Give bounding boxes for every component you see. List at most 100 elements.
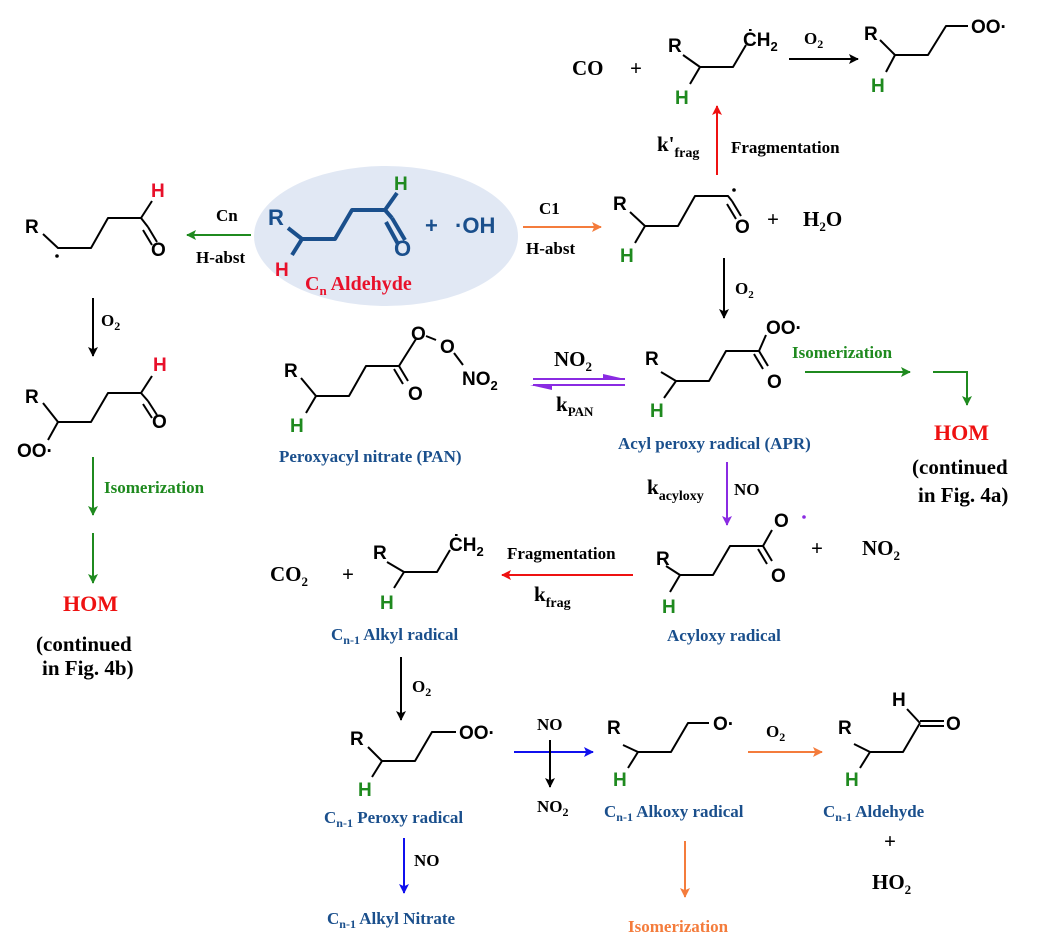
alkoxy-skeleton xyxy=(622,722,709,753)
o-n-bond xyxy=(453,352,464,366)
atom-o-2: O xyxy=(440,337,455,358)
ch2-radical-skeleton xyxy=(682,44,747,68)
left-path: Cn H-abst R H O O2 R H O OO· Isomerizati… xyxy=(17,181,251,680)
peroxy-group: OO· xyxy=(971,17,1007,38)
label-no-nitrate: NO xyxy=(414,851,440,870)
atom-h: H xyxy=(845,770,859,791)
plus-co: + xyxy=(630,56,642,80)
co-double-1 xyxy=(147,400,158,416)
ch-bond-2 xyxy=(290,237,304,257)
atom-h: H xyxy=(358,780,372,801)
label-o2-lower: O2 xyxy=(412,677,431,699)
ch-bond xyxy=(383,191,399,212)
atom-h: H xyxy=(153,355,167,376)
peroxy-skeleton xyxy=(42,392,149,423)
atom-o-carbonyl: O xyxy=(408,384,423,405)
atom-h: H xyxy=(675,88,689,109)
plus-sign: + xyxy=(425,213,438,238)
label-o2-aldehyde: O2 xyxy=(766,722,785,744)
atom-h: H xyxy=(290,416,304,437)
atom-o: O xyxy=(767,372,782,393)
hom-right: HOM xyxy=(934,420,989,445)
label-no-kacyloxy: NO xyxy=(734,480,760,499)
co-double-2 xyxy=(142,229,153,246)
reactant-highlight xyxy=(254,166,518,306)
label-no2-eq: NO2 xyxy=(554,347,592,374)
atom-o: O xyxy=(771,566,786,587)
ch-bond-ald xyxy=(906,708,921,724)
label-fragmentation-up: Fragmentation xyxy=(731,138,840,157)
atom-h: H xyxy=(613,770,627,791)
co-double-1 xyxy=(762,545,773,562)
alkyl-radical-name: Cn-1 Alkyl radical xyxy=(331,625,458,647)
atom-h-abstracted: H xyxy=(275,260,289,281)
apr-name: Acyl peroxy radical (APR) xyxy=(618,434,811,453)
right-path: C1 H-abst R H O + H2O k'frag Fragmentati… xyxy=(523,17,1007,319)
acyloxy-skeleton xyxy=(665,529,773,576)
label-cn: Cn xyxy=(216,206,238,225)
ch-bond xyxy=(663,380,677,399)
alkyl-nitrate-name: Cn-1 Alkyl Nitrate xyxy=(327,909,456,931)
atom-r: R xyxy=(613,194,627,215)
no2-product: NO2 xyxy=(862,536,900,563)
atom-r: R xyxy=(25,387,39,408)
ch-bond xyxy=(669,574,681,593)
peroxy-group: OO· xyxy=(17,441,53,462)
atom-o-radical: O xyxy=(774,511,789,532)
alkoxy-name: Cn-1 Alkoxy radical xyxy=(604,802,744,824)
atom-h: H xyxy=(662,597,676,618)
label-kacyloxy: kacyloxy xyxy=(647,475,704,504)
alkyl-radical-skeleton xyxy=(386,549,451,573)
co-double-bond-1 xyxy=(390,216,407,242)
label-o2-down: O2 xyxy=(735,279,754,301)
label-c1: C1 xyxy=(539,199,560,218)
atom-r: R xyxy=(645,349,659,370)
ch-bond xyxy=(393,571,405,589)
ch-bond xyxy=(140,200,153,219)
label-isomerization-left: Isomerization xyxy=(104,478,205,497)
atom-r: R xyxy=(864,24,878,45)
atom-r: R xyxy=(373,543,387,564)
continued-left-2: in Fig. 4b) xyxy=(42,656,134,680)
peroxy-top-skeleton xyxy=(879,25,968,56)
apr-section: R H O O O NO2 Peroxyacyl nitrate (PAN) N… xyxy=(279,318,1008,526)
label-fragmentation-left: Fragmentation xyxy=(507,544,616,563)
equilibrium-reverse-head xyxy=(530,385,552,390)
atom-h-ald: H xyxy=(892,690,906,711)
no2-group: NO2 xyxy=(462,369,498,393)
atom-h: H xyxy=(151,181,165,202)
alkoxy-group: O· xyxy=(713,714,734,735)
atom-r: R xyxy=(668,36,682,57)
atom-r: R xyxy=(607,718,621,739)
pan-name: Peroxyacyl nitrate (PAN) xyxy=(279,447,462,466)
ch-bond xyxy=(305,395,317,414)
ch-bond xyxy=(634,225,646,244)
atom-o: O xyxy=(151,240,166,261)
atom-r: R xyxy=(350,729,364,750)
water: H2O xyxy=(803,207,842,234)
co-double-1 xyxy=(731,200,742,217)
o-o-bond xyxy=(425,335,437,341)
ch-bond xyxy=(689,66,701,85)
continued-right-1: (continued xyxy=(912,455,1008,479)
ch2-group: ĊH2 xyxy=(743,30,778,54)
label-o2: O2 xyxy=(101,311,120,333)
equilibrium-forward-head xyxy=(603,374,625,379)
ch-bond xyxy=(371,760,383,778)
aldehyde-product-name: Cn-1 Aldehyde xyxy=(823,802,925,824)
co-double-2 xyxy=(393,368,404,385)
co-double-bond-2 xyxy=(384,221,400,245)
label-habst-right: H-abst xyxy=(526,239,575,258)
atom-r: R xyxy=(268,205,284,230)
co-double-1 xyxy=(147,226,158,243)
atom-r: R xyxy=(284,361,298,382)
acyl-radical-skeleton xyxy=(629,195,733,227)
label-no-top: NO xyxy=(537,715,563,734)
ch2-group: ĊH2 xyxy=(449,535,484,559)
peroxy-skeleton xyxy=(367,731,456,762)
ho2: HO2 xyxy=(872,870,911,897)
atom-o: O xyxy=(946,714,961,735)
label-no2-bottom: NO2 xyxy=(537,797,569,819)
